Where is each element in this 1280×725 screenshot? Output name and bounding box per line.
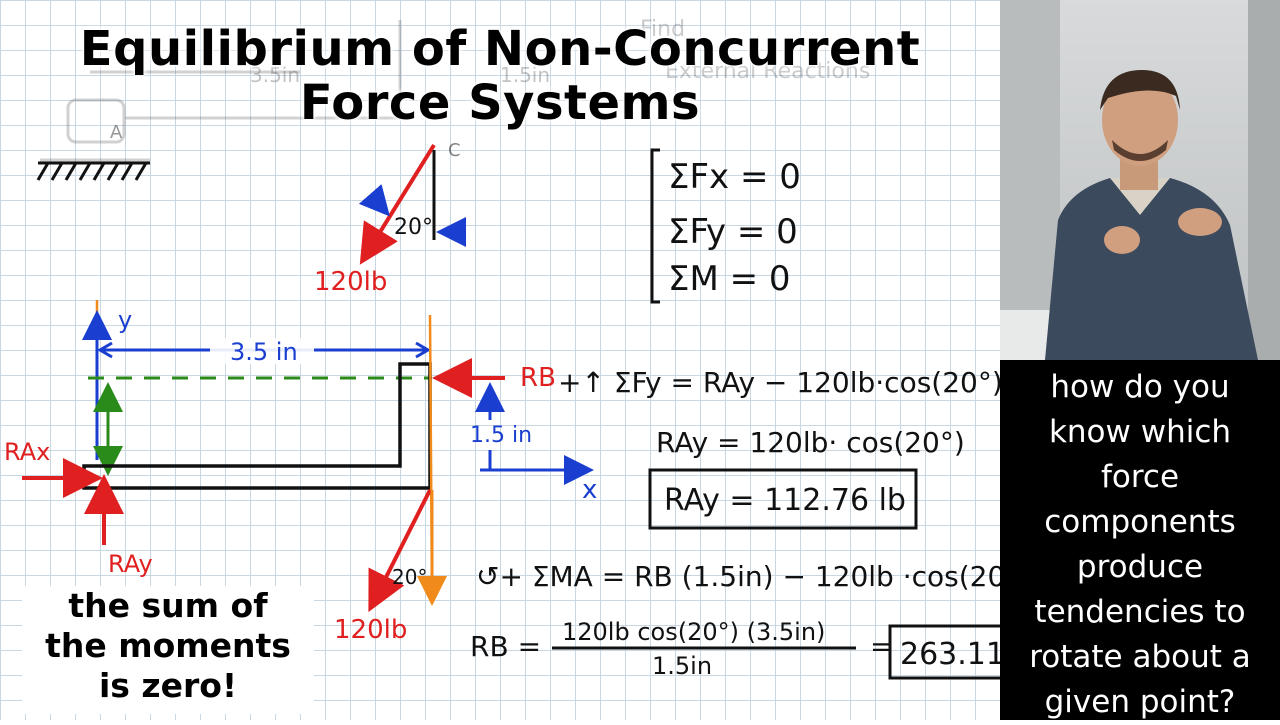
right-caption-line-3: force xyxy=(1100,459,1180,495)
presenter-video xyxy=(1000,0,1280,360)
calc-ray-expression: RAy = 120lb· cos(20°) xyxy=(656,426,965,459)
right-caption: how do you know which force components p… xyxy=(1000,360,1280,720)
width-dimension-label: 3.5 in xyxy=(230,338,298,366)
left-caption: the sum of the moments is zero! xyxy=(22,586,314,714)
rb-result-box xyxy=(888,624,1000,680)
right-caption-line-1: how do you xyxy=(1050,369,1230,405)
ray-label: RAy xyxy=(108,550,153,578)
whiteboard-drawing: 3.5in 1.5in Find External Reactions A C … xyxy=(4,17,1000,680)
ghost-point-c: C xyxy=(448,140,461,161)
ghost-find-text: External Reactions xyxy=(665,59,870,84)
rb-label: RB xyxy=(520,363,556,393)
top-force-label: 120lb xyxy=(314,267,387,297)
right-caption-line-2: know which xyxy=(1048,414,1232,450)
right-caption-line-4: components xyxy=(1044,504,1236,540)
equation-sum-m: ΣM = 0 xyxy=(668,259,791,299)
equation-sum-fy: ΣFy = 0 xyxy=(668,212,798,252)
bottom-force-arrow xyxy=(368,489,432,613)
calc-rb-result: 263.11 xyxy=(900,637,1000,672)
ghost-dim-2: 1.5in xyxy=(500,63,550,87)
whiteboard: 3.5in 1.5in Find External Reactions A C … xyxy=(0,0,1000,720)
calc-rb-lhs: RB = xyxy=(470,630,541,663)
top-force-arrow xyxy=(359,143,436,265)
right-caption-line-7: rotate about a xyxy=(1029,639,1251,675)
left-caption-line-2: the moments xyxy=(45,626,291,665)
ghost-point-a: A xyxy=(110,122,123,143)
bottom-angle-label: 20° xyxy=(392,565,427,589)
l-shaped-member xyxy=(82,362,432,490)
left-caption-line-1: the sum of xyxy=(68,586,268,625)
title-line-2: Force Systems xyxy=(299,75,701,131)
presenter-figure xyxy=(1000,0,1280,360)
ray-result-box xyxy=(648,468,918,530)
right-caption-line-6: tendencies to xyxy=(1034,594,1246,630)
x-axis-label: x xyxy=(582,475,597,505)
title-line-1: Equilibrium of Non-Concurrent xyxy=(79,21,921,77)
rax-label: RAx xyxy=(4,438,50,466)
ghost-sketch xyxy=(40,20,402,162)
calc-rb-numerator: 120lb cos(20°) (3.5in) xyxy=(562,618,825,646)
calc-ray-result: RAy = 112.76 lb xyxy=(664,483,906,518)
left-caption-line-3: is zero! xyxy=(98,666,238,705)
bottom-force-label: 120lb xyxy=(334,615,407,645)
height-dimension-label: 1.5 in xyxy=(470,423,532,448)
right-caption-line-8: given point? xyxy=(1044,684,1236,720)
equations-bracket xyxy=(650,148,660,304)
ghost-dim-1: 3.5in xyxy=(250,63,300,87)
calc-sum-moment: ↺+ ΣMA = RB (1.5in) − 120lb ·cos(20°)(3.… xyxy=(476,560,1000,593)
ground-support xyxy=(36,161,150,181)
y-axis-label: y xyxy=(118,306,132,334)
ghost-find-label: Find xyxy=(640,17,685,42)
right-caption-line-5: produce xyxy=(1076,549,1204,585)
calc-sum-fy: +↑ ΣFy = RAy − 120lb·cos(20°) = 0 xyxy=(558,366,1000,399)
video-title: Equilibrium of Non-Concurrent Force Syst… xyxy=(0,22,1000,130)
top-angle-arrow-left xyxy=(358,184,390,217)
calc-rb-equals: = xyxy=(870,630,893,663)
calc-rb-denominator: 1.5in xyxy=(652,652,712,680)
equation-sum-fx: ΣFx = 0 xyxy=(668,157,801,197)
top-angle-label: 20° xyxy=(394,215,433,240)
